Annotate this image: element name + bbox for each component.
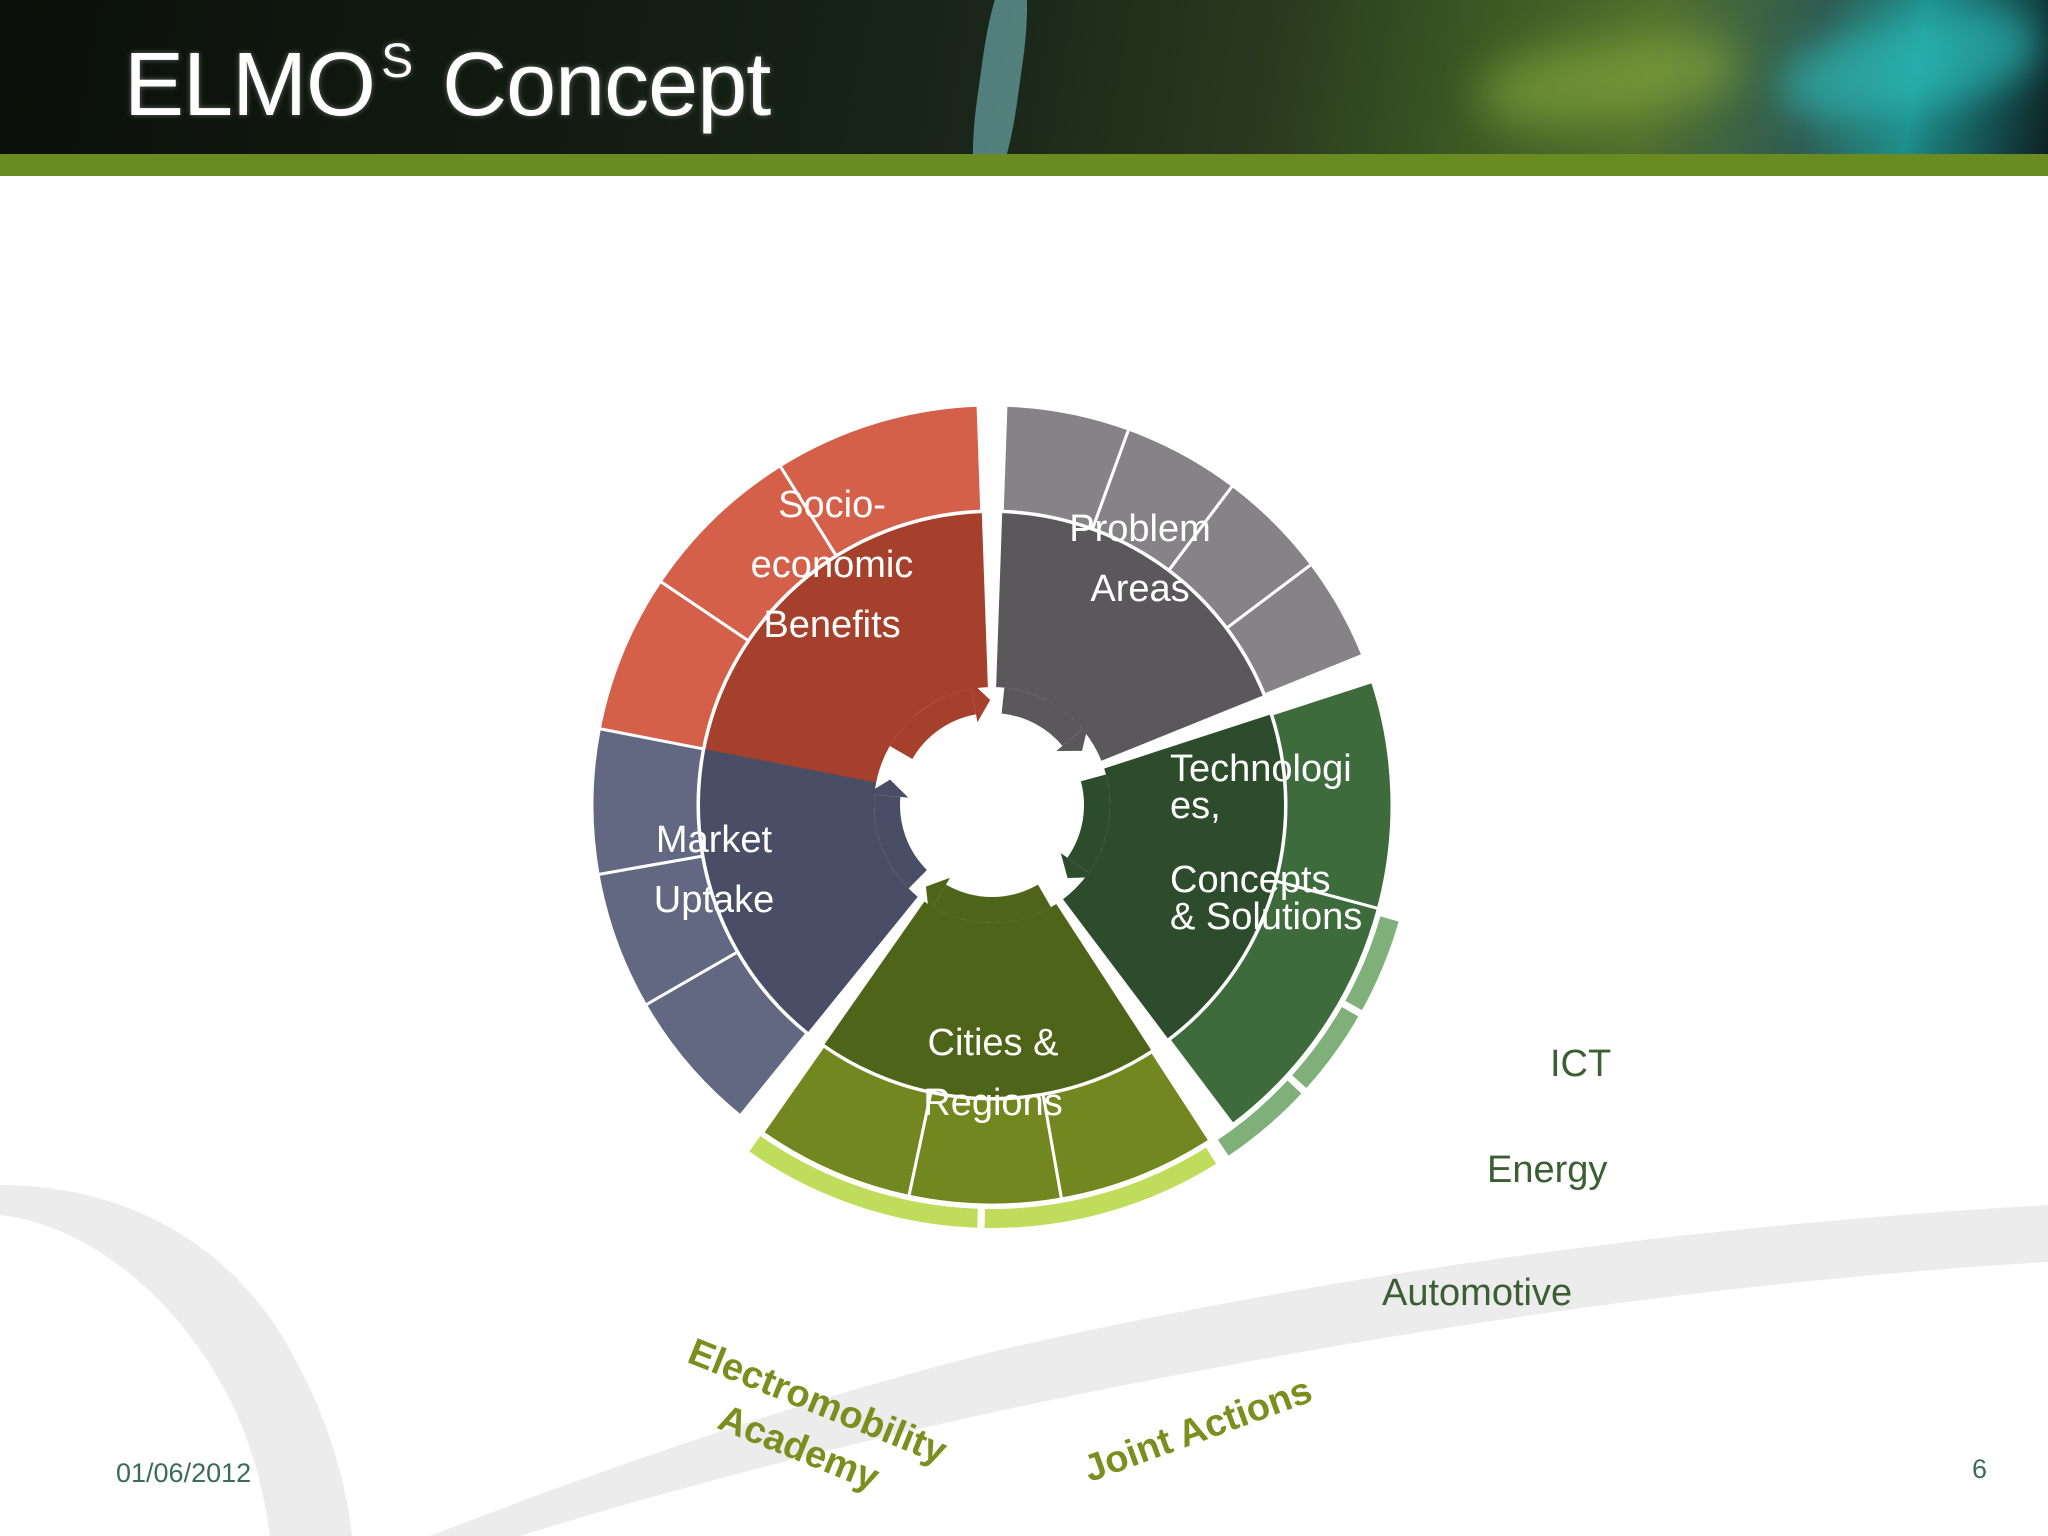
tech-label-line: & Solutions [1170, 896, 1362, 938]
cities-sub-label-2-line: concepts [940, 1309, 1052, 1340]
title-rest: Concept [418, 35, 771, 135]
cities-label-line: Regions [923, 1082, 1062, 1124]
tech-label-line: es, [1170, 785, 1221, 827]
socio-sub-label-3: Quality of Life [809, 290, 927, 357]
cycle-arrow-icon [889, 688, 977, 759]
legend-arc-energy [1292, 1007, 1359, 1089]
cities-sub-label-3-line: Incentives [1114, 1199, 1241, 1280]
problem-sub-label-4-line: Emissions [1356, 573, 1484, 604]
problem-sub-label-2-line: Scarcity [1163, 361, 1263, 392]
title-underline-bar [0, 154, 2048, 176]
market-label-line: Market [656, 819, 773, 861]
problem-sub-label-3-line: Congestio [1273, 415, 1399, 446]
problem-sub-label-4-line: Noise [1384, 537, 1456, 568]
title-superscript: S [381, 35, 413, 88]
problem-sub-segment-4 [1224, 562, 1365, 697]
cycle-arrow-icon [1001, 687, 1083, 746]
tech-sub-label-1-line: Optimised [1403, 732, 1434, 858]
problem-sub-label-3-line: n [1328, 450, 1344, 481]
market-label-line: Uptake [654, 879, 774, 921]
problem-sub-label-3: Congestio n [1273, 415, 1399, 481]
socio-core-segment [704, 513, 988, 785]
socio-sub-label-2-line: e-ness [682, 390, 766, 421]
cycle-arrow-icon [1067, 774, 1110, 873]
cities-label-line: Cities & [928, 1022, 1059, 1064]
tech-sub-segment-2 [1166, 879, 1381, 1127]
socio-sub-label-3-line: Life [845, 326, 890, 357]
tech-sub-label-1-line: infrastructures [1471, 706, 1502, 883]
legend-arc-ict [1345, 916, 1399, 1011]
cycle-arrow-icon [933, 884, 1051, 924]
tech-core-segment [1063, 714, 1284, 1039]
cities-sub-label-2-line: Mobility- [944, 1273, 1048, 1304]
problem-label-line: Areas [1090, 568, 1189, 610]
cycle-arrow-icon [866, 779, 909, 798]
market-sub-label-1-line: Readiness [486, 683, 517, 815]
socio-label-line: economic [751, 544, 914, 586]
tech-label-line: Concepts [1170, 859, 1331, 901]
cities-sub-label-1: Infra-structures [732, 1202, 856, 1304]
cities-sub-label-2-line: Holistic [951, 1237, 1041, 1268]
legend-ict-label: ICT [1550, 1043, 1612, 1085]
cities-sub-segment-3 [760, 1043, 933, 1199]
market-sub-segment-3 [590, 726, 706, 877]
socio-label-line: Benefits [763, 604, 900, 646]
cycle-arrow-icon [970, 680, 991, 723]
cities-label: Cities & Regions [923, 1022, 1062, 1124]
cities-sub-label-3: Incentives [1114, 1199, 1241, 1280]
rim-electromobility-academy [984, 1147, 1217, 1228]
legend-automotive-label: Automotive [1382, 1272, 1573, 1314]
problem-sub-label-1-line: Emissions [1013, 317, 1141, 348]
cycle-arrow-icon [925, 877, 950, 915]
slide-date: 01/06/2012 [116, 1458, 252, 1488]
socio-sub-label-2-line: Competitiv [658, 356, 790, 387]
socio-sub-segment-3 [777, 403, 984, 558]
socio-sub-label-1-line: Growth [508, 543, 598, 574]
market-sub-label-1-line: Citizens [522, 699, 553, 799]
market-core-segment [700, 749, 918, 1032]
title-main: ELMO [124, 35, 376, 135]
legend-energy-label: Energy [1487, 1149, 1608, 1191]
socio-sub-label-1-line: Sustainabl [467, 473, 598, 504]
socio-label-line: Socio- [778, 484, 886, 526]
page-number: 6 [1972, 1454, 1988, 1484]
problem-core-segment [996, 513, 1263, 761]
socio-sub-label-1-line: e [582, 508, 598, 539]
cycle-arrow-icon [1060, 853, 1096, 878]
legend-arc-automotive [1217, 1080, 1302, 1156]
tech-sub-label-1-line: Research [1437, 735, 1468, 855]
problem-sub-label-1-line: CO2 [1013, 281, 1071, 312]
cycle-arrow-icon [1056, 724, 1089, 752]
cycle-arrow-icon [874, 794, 927, 889]
problem-sub-label-2-line: Energy [1169, 325, 1258, 356]
socio-sub-label-3-line: Quality of [809, 290, 927, 321]
cities-core-segment [824, 901, 1152, 1097]
tech-label-line: Technologi [1170, 748, 1352, 790]
rim-joint-actions [749, 1135, 978, 1228]
rim-label-joint-actions: Joint Actions [1078, 1369, 1317, 1490]
problem-label-line: Problem [1069, 508, 1211, 550]
